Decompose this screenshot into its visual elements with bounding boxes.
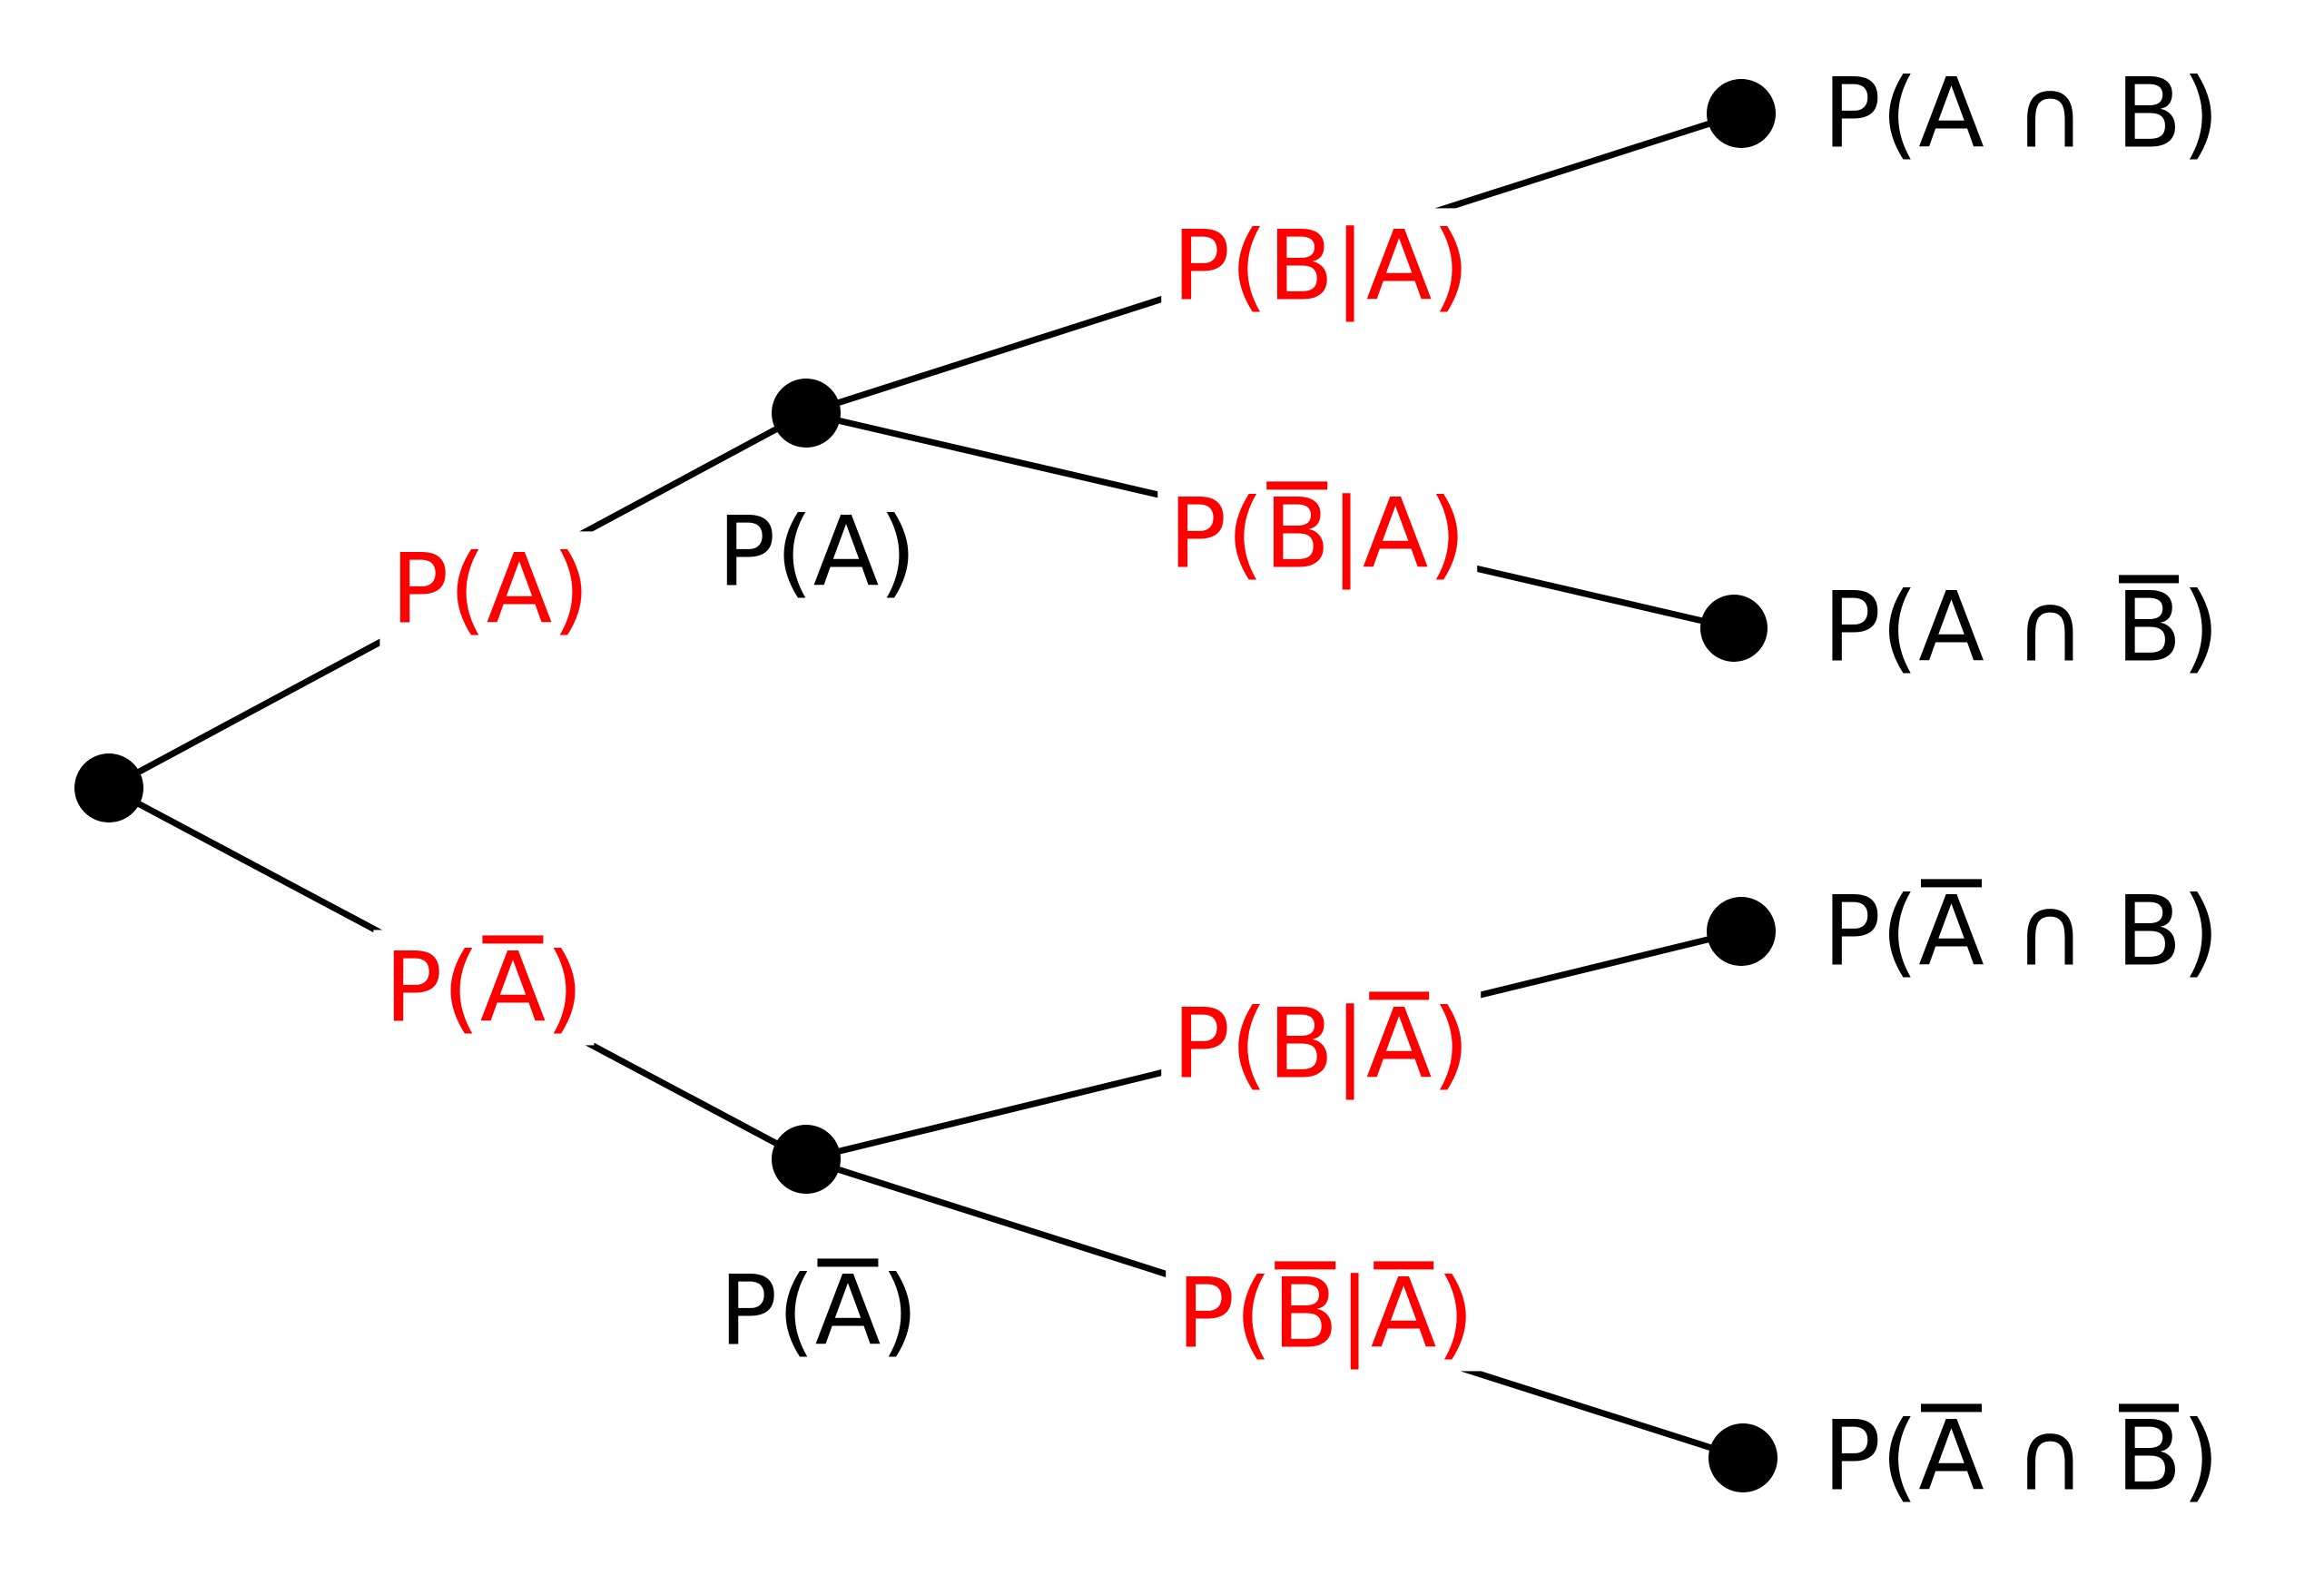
branch-label-p-not-a: P(A) xyxy=(373,930,595,1046)
branch-label-p-b-given-a: P(B|A) xyxy=(1161,208,1481,324)
node-not-a xyxy=(772,1125,841,1194)
leaf-label-p-a-and-b: P(A ∩ B) xyxy=(1823,57,2220,170)
node-label-p-not-a: P(A) xyxy=(719,1253,918,1368)
branch-label-p-not-b-given-a: P(B|A) xyxy=(1157,476,1477,592)
node-not-a-and-not-b xyxy=(1709,1423,1777,1492)
node-a-and-b xyxy=(1707,79,1776,148)
node-a xyxy=(772,379,841,448)
leaf-label-p-not-a-and-b: P(A ∩ B) xyxy=(1823,873,2220,989)
node-root xyxy=(74,753,143,822)
leaf-label-p-a-and-not-b: P(A ∩ B) xyxy=(1823,569,2220,684)
node-a-and-not-b xyxy=(1700,595,1768,662)
node-not-a-and-b xyxy=(1707,897,1776,966)
branch-label-p-a: P(A) xyxy=(379,531,601,647)
branch-label-p-b-given-not-a: P(B|A) xyxy=(1161,986,1481,1102)
leaf-label-p-not-a-and-not-b: P(A ∩ B) xyxy=(1823,1398,2220,1513)
branch-label-p-not-b-given-not-a: P(B|A) xyxy=(1166,1255,1485,1372)
node-label-p-a: P(A) xyxy=(717,496,917,608)
